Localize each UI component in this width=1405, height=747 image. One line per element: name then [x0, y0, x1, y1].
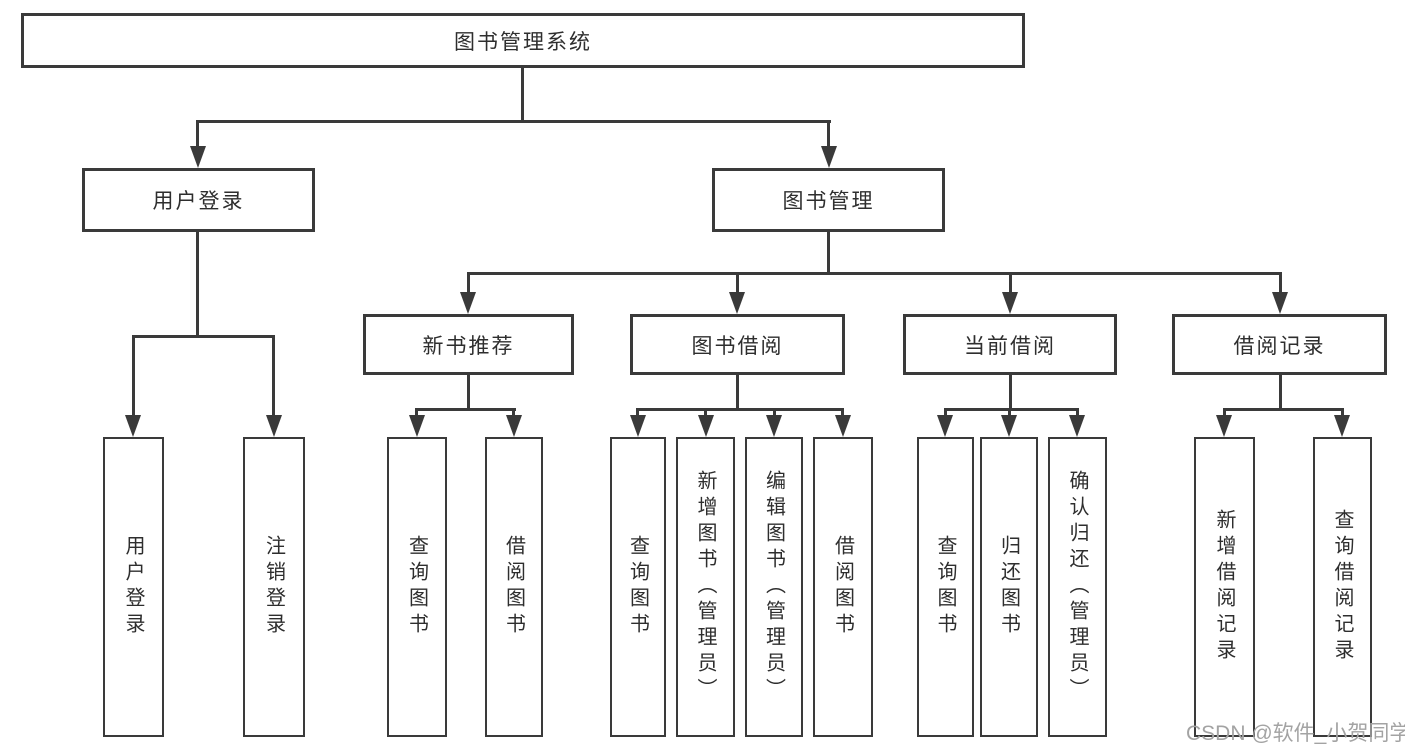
- leaf-record-add: 新增借阅记录: [1194, 437, 1255, 737]
- subnode-borrow-record: 借阅记录: [1172, 314, 1387, 375]
- arrow-to-borrow-record: [1272, 292, 1288, 314]
- arrow-to-book-borrow: [729, 292, 745, 314]
- arrow-to-borrow-add: [698, 415, 714, 437]
- branch-node-book-management: 图书管理: [712, 168, 945, 232]
- leaf-current-return: 归还图书: [980, 437, 1038, 737]
- leaf-borrow-query: 查询图书: [610, 437, 666, 737]
- connector-recommend-split-bar: [416, 408, 516, 411]
- leaf-borrow-add-admin: 新增图书（管理员）: [676, 437, 735, 737]
- connector-recommend-stub-1: [415, 408, 418, 419]
- connector-current-stub-1: [944, 408, 947, 419]
- arrow-to-user-login: [190, 146, 206, 168]
- connector-book-mgmt-trunk: [827, 232, 830, 272]
- connector-book-mgmt-stub-4: [1279, 272, 1282, 296]
- connector-borrow-split-bar: [637, 408, 843, 411]
- arrow-to-record-add: [1216, 415, 1232, 437]
- arrow-to-new-book-recommend: [460, 292, 476, 314]
- leaf-current-query: 查询图书: [917, 437, 974, 737]
- csdn-watermark: CSDN @软件_小贺同学: [1186, 722, 1405, 745]
- arrow-to-recommend-borrow: [506, 415, 522, 437]
- connector-borrow-stub-3: [773, 408, 776, 419]
- connector-user-login-stub-1: [132, 335, 135, 419]
- arrow-to-record-query: [1334, 415, 1350, 437]
- arrow-to-current-return: [1001, 415, 1017, 437]
- leaf-recommend-borrow: 借阅图书: [485, 437, 543, 737]
- arrow-to-borrow-query: [630, 415, 646, 437]
- connector-recommend-trunk: [467, 375, 470, 408]
- connector-current-trunk: [1009, 375, 1012, 408]
- arrow-to-book-management: [821, 146, 837, 168]
- branch-node-user-login: 用户登录: [82, 168, 315, 232]
- arrow-to-current-borrow: [1002, 292, 1018, 314]
- arrow-to-leaf-logout: [266, 415, 282, 437]
- arrow-to-borrow-borrow: [835, 415, 851, 437]
- connector-record-stub-2: [1341, 408, 1344, 419]
- arrow-to-current-confirm: [1069, 415, 1085, 437]
- connector-current-stub-3: [1076, 408, 1079, 419]
- connector-record-stub-1: [1223, 408, 1226, 419]
- connector-record-trunk: [1279, 375, 1282, 408]
- leaf-borrow-borrow: 借阅图书: [813, 437, 873, 737]
- leaf-user-login: 用户登录: [103, 437, 164, 737]
- arrow-to-recommend-query: [409, 415, 425, 437]
- connector-user-login-stub-2: [272, 335, 275, 419]
- connector-borrow-stub-1: [636, 408, 639, 419]
- leaf-record-query: 查询借阅记录: [1313, 437, 1372, 737]
- connector-borrow-stub-4: [841, 408, 844, 419]
- connector-user-login-split-bar: [132, 335, 275, 338]
- connector-borrow-trunk: [736, 375, 739, 408]
- leaf-current-confirm-admin: 确认归还（管理员）: [1048, 437, 1107, 737]
- leaf-borrow-edit-admin: 编辑图书（管理员）: [745, 437, 803, 737]
- connector-recommend-stub-2: [512, 408, 515, 419]
- subnode-new-book-recommend: 新书推荐: [363, 314, 574, 375]
- connector-root-trunk: [521, 66, 524, 120]
- connector-book-mgmt-stub-1: [467, 272, 470, 296]
- connector-book-mgmt-split-bar: [467, 272, 1281, 275]
- connector-user-login-trunk: [196, 232, 199, 335]
- connector-book-mgmt-stub-2: [736, 272, 739, 296]
- arrow-to-current-query: [937, 415, 953, 437]
- arrow-to-leaf-user-login: [125, 415, 141, 437]
- connector-root-right-stub: [827, 120, 830, 150]
- connector-root-left-stub: [196, 120, 199, 150]
- connector-root-split-bar: [197, 120, 831, 123]
- connector-book-mgmt-stub-3: [1009, 272, 1012, 296]
- connector-record-split-bar: [1224, 408, 1343, 411]
- subnode-book-borrow: 图书借阅: [630, 314, 845, 375]
- connector-borrow-stub-2: [704, 408, 707, 419]
- arrow-to-borrow-edit: [766, 415, 782, 437]
- connector-current-split-bar: [944, 408, 1078, 411]
- root-node-library-system: 图书管理系统: [21, 13, 1025, 68]
- subnode-current-borrow: 当前借阅: [903, 314, 1117, 375]
- leaf-logout: 注销登录: [243, 437, 305, 737]
- connector-current-stub-2: [1008, 408, 1011, 419]
- leaf-recommend-query: 查询图书: [387, 437, 447, 737]
